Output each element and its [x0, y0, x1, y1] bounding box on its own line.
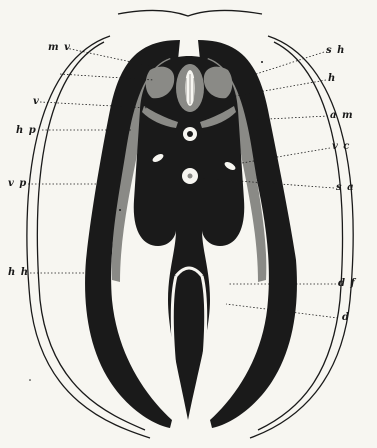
label-sa: s a	[336, 182, 355, 193]
label-vp: v p	[8, 178, 27, 189]
label-d: d	[342, 312, 350, 323]
label-sh: s h	[326, 45, 345, 56]
label-mv: m v	[48, 42, 71, 53]
notochord	[183, 127, 197, 141]
label-hp: h p	[16, 125, 37, 136]
neural-tube	[176, 64, 204, 112]
label-am: a m	[330, 110, 354, 121]
label-h: h	[328, 73, 336, 84]
label-v: v	[33, 96, 40, 107]
label-hh: h h	[8, 267, 29, 278]
label-df: d f	[338, 278, 356, 289]
label-vc: v c	[332, 141, 350, 152]
vitelline-artery	[182, 168, 198, 184]
